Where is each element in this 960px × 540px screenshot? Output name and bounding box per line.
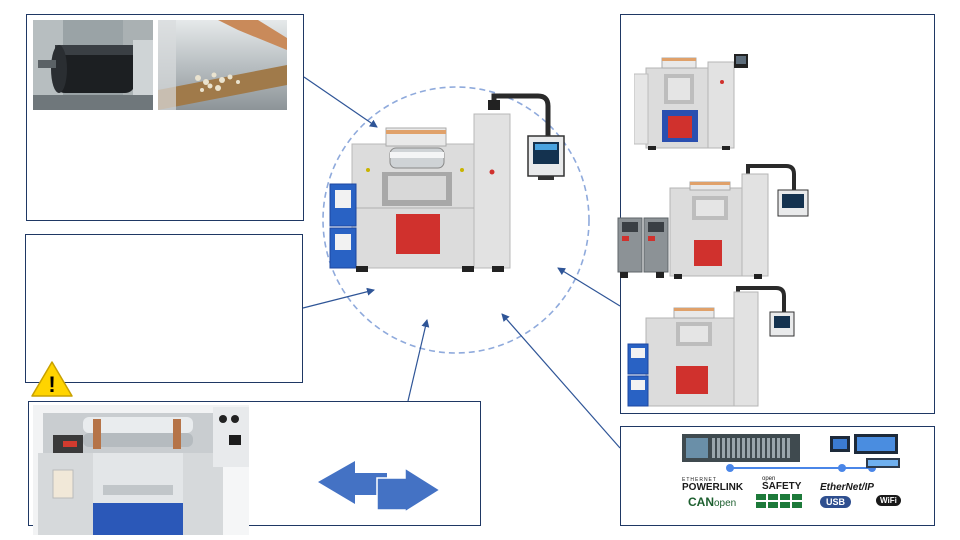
canopen-can-text: CAN <box>688 495 714 509</box>
wifi-logo: WiFi <box>876 495 901 506</box>
warning-mark: ! <box>48 372 55 397</box>
network-diagram <box>680 432 910 474</box>
usb-text: USB <box>826 497 846 507</box>
usb-logo: USB <box>820 496 852 508</box>
machine-variant-with-cabinets <box>626 282 796 410</box>
opensafety-logo: open SAFETY <box>762 476 801 492</box>
opensafety-text: SAFETY <box>762 481 802 492</box>
connector-bottom <box>407 319 430 402</box>
powerlink-logo: ETHERNET POWERLINK <box>682 478 743 493</box>
canopen-logo: CANopen <box>688 494 736 510</box>
opensafety-small-text: open <box>762 476 776 482</box>
connector-network <box>501 313 621 449</box>
ethernetip-logo: EtherNet/IP <box>820 482 874 493</box>
roll-material-photo <box>158 20 287 110</box>
connector-middle-left <box>302 287 375 309</box>
machine-variant-compact <box>634 52 752 152</box>
central-mill-machine <box>326 92 566 274</box>
warning-triangle-icon: ! <box>30 360 74 398</box>
machine-variant-with-controllers <box>616 160 810 280</box>
bidirectional-arrow-icon <box>315 458 443 514</box>
ethernetip-text: EtherNet/IP <box>820 482 874 493</box>
powerlink-text: POWERLINK <box>682 482 744 493</box>
mill-closeup-photo <box>33 405 249 535</box>
wifi-text: WiFi <box>880 496 897 505</box>
middle-left-panel <box>25 234 303 383</box>
canopen-open-text: open <box>714 498 737 509</box>
powerlink-small-text: ETHERNET <box>682 477 717 483</box>
profinet-logo <box>756 494 804 508</box>
connector-right-machines <box>557 267 621 307</box>
roll-closeup-photo <box>33 20 153 110</box>
